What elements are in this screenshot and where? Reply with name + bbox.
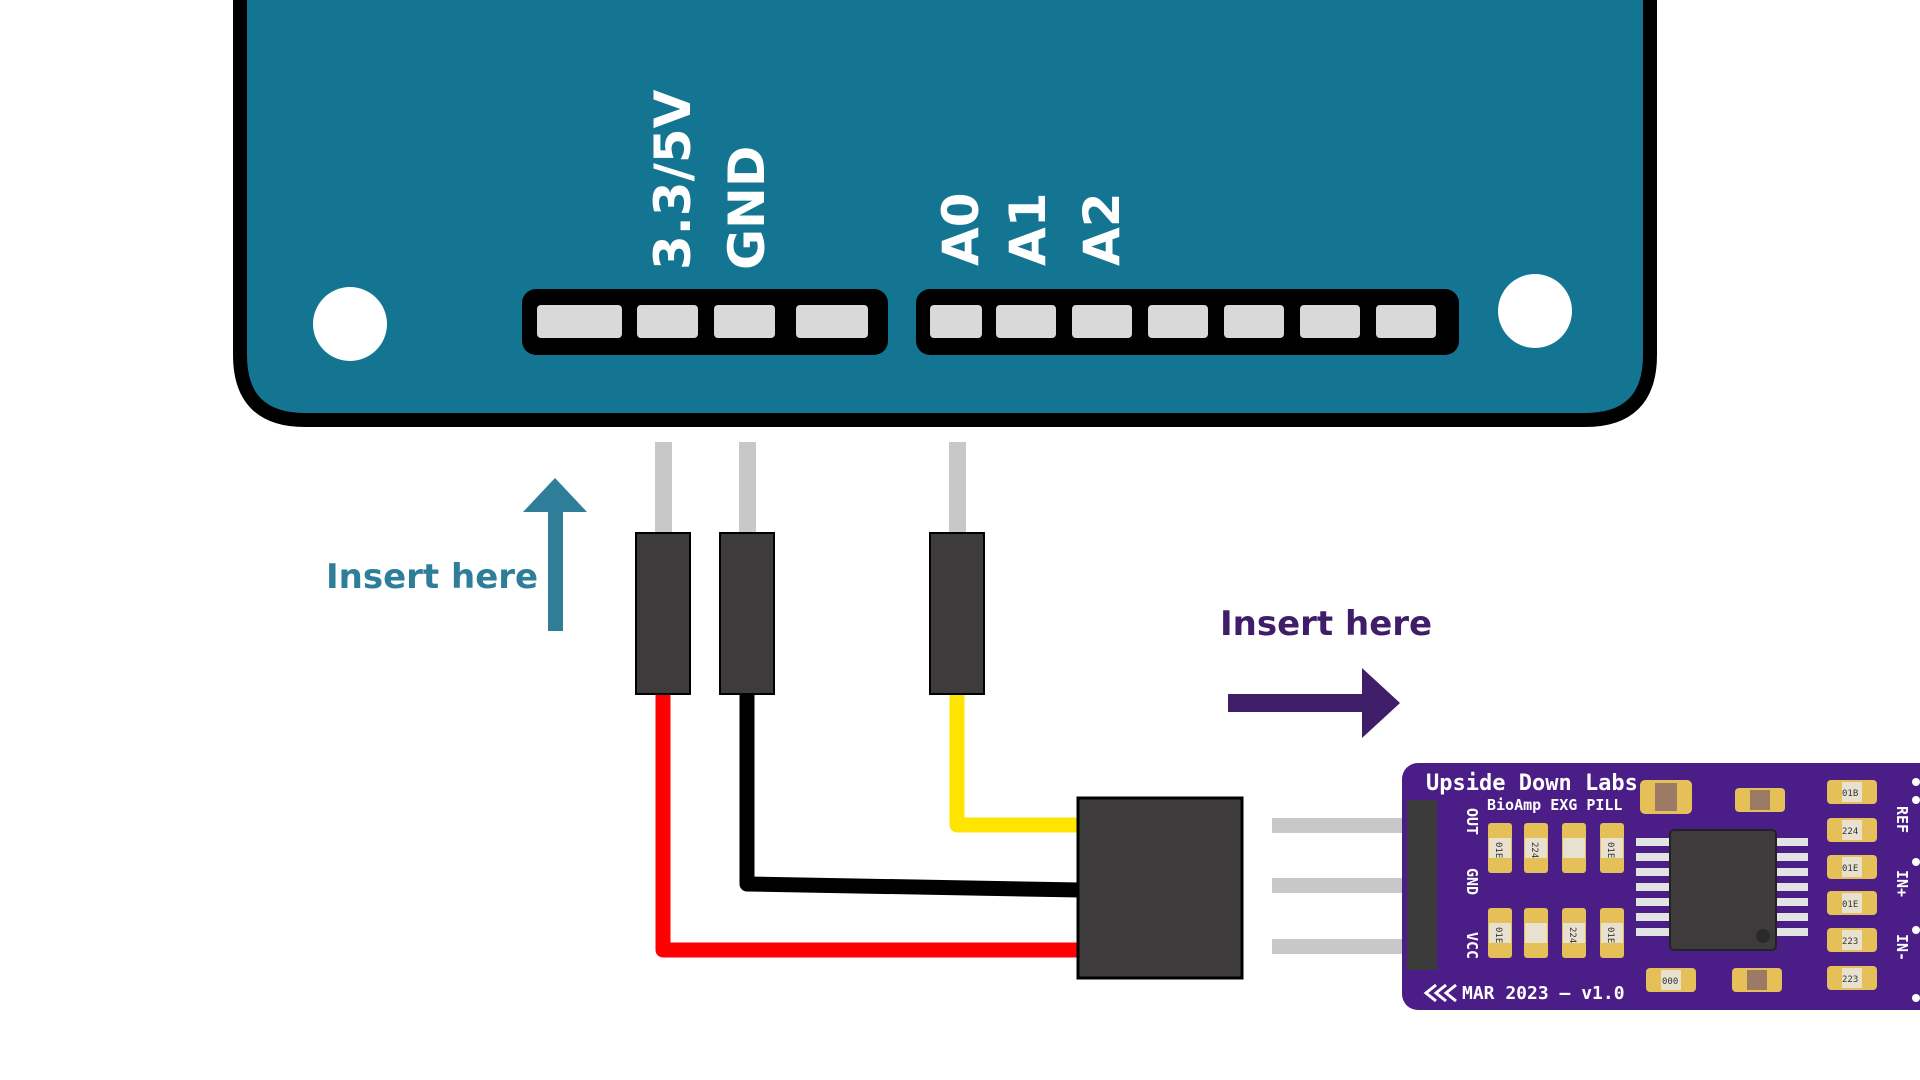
microcontroller-board: 3.3/5V GND A0 A1 A2 [233, 0, 1657, 427]
jumper-connector-power[interactable] [635, 532, 691, 695]
header-pin[interactable] [796, 305, 868, 338]
board-insert-indicator: Insert here [326, 478, 587, 631]
right-arrow-icon [1362, 668, 1400, 738]
svg-text:01B: 01B [1842, 789, 1858, 799]
op-amp-ic [1636, 829, 1808, 951]
wire-yellow [949, 690, 1080, 833]
pin-label-ground: GND [718, 146, 776, 270]
header-pin-ground[interactable] [714, 305, 775, 338]
bioamp-exg-pill-board: Upside Down Labs BioAmp EXG PILL OUT GND… [1402, 763, 1920, 1010]
svg-text:224: 224 [1567, 927, 1577, 943]
pill-pin-label-out: OUT [1463, 808, 1481, 835]
pill-footer: MAR 2023 – v1.0 [1462, 983, 1625, 1004]
header-pin[interactable] [1300, 305, 1360, 338]
mounting-hole-left [313, 287, 387, 361]
power-header [522, 289, 888, 355]
jumper-pin [655, 442, 672, 534]
jumper-pin [739, 442, 756, 534]
svg-text:01E: 01E [1842, 864, 1858, 874]
jumper-connector-a0[interactable] [929, 532, 985, 695]
right-arrow-shaft [1228, 694, 1370, 712]
pin-label-power: 3.3/5V [644, 89, 702, 270]
jumper-wires [635, 442, 1244, 980]
header-pin-a2[interactable] [1072, 305, 1132, 338]
wire-black [739, 690, 1081, 898]
pill-insert-indicator: Insert here [1220, 604, 1432, 738]
header-pin-a0[interactable] [930, 305, 982, 338]
jumper-pin [949, 442, 966, 534]
svg-text:01E: 01E [1842, 900, 1858, 910]
double-chevron-left-icon [1423, 983, 1457, 1003]
analog-header [916, 289, 1459, 355]
header-pin[interactable] [1148, 305, 1208, 338]
up-arrow-shaft [548, 503, 563, 631]
svg-text:224: 224 [1842, 827, 1858, 837]
pill-brand: Upside Down Labs [1426, 771, 1638, 796]
up-arrow-icon [523, 478, 587, 512]
pill-pin-gnd[interactable] [1272, 878, 1442, 893]
jumper-connector-ground[interactable] [719, 532, 775, 695]
smd-components-right: 01B 224 01E 01E 223 223 [1827, 780, 1877, 990]
header-pin[interactable] [537, 305, 622, 338]
smd-components-left: 01E 224 01E 01E 224 01E [1488, 823, 1624, 958]
header-pin[interactable] [1224, 305, 1284, 338]
wire-red [655, 690, 1080, 958]
pill-pin-label-in-plus: IN+ [1893, 870, 1911, 897]
board-insert-label: Insert here [326, 557, 538, 597]
mounting-hole-right [1498, 274, 1572, 348]
pill-pin-vcc[interactable] [1272, 939, 1442, 954]
svg-text:01E: 01E [1605, 842, 1615, 858]
pill-insert-label: Insert here [1220, 604, 1432, 644]
svg-text:223: 223 [1842, 975, 1858, 985]
svg-text:01E: 01E [1605, 927, 1615, 943]
pill-pin-out[interactable] [1272, 818, 1442, 833]
pin-label-a1: A1 [999, 193, 1057, 267]
pin-label-a0: A0 [932, 193, 990, 267]
pill-pin-label-ref: REF [1893, 806, 1911, 833]
pin-label-a2: A2 [1073, 193, 1131, 267]
header-pin[interactable] [1376, 305, 1436, 338]
pill-header-pins [1272, 818, 1442, 954]
svg-text:000: 000 [1662, 977, 1678, 987]
svg-text:223: 223 [1842, 937, 1858, 947]
three-pin-connector[interactable] [1076, 796, 1244, 980]
svg-text:224: 224 [1529, 842, 1539, 858]
svg-text:01E: 01E [1493, 842, 1503, 858]
pill-pin-label-vcc: VCC [1463, 932, 1481, 959]
pill-product: BioAmp EXG PILL [1487, 796, 1622, 814]
header-pin-power[interactable] [637, 305, 698, 338]
pill-pin-label-gnd: GND [1463, 868, 1481, 895]
header-pin-a1[interactable] [996, 305, 1056, 338]
svg-text:01E: 01E [1493, 927, 1503, 943]
pill-pin-label-in-minus: IN- [1893, 934, 1911, 961]
